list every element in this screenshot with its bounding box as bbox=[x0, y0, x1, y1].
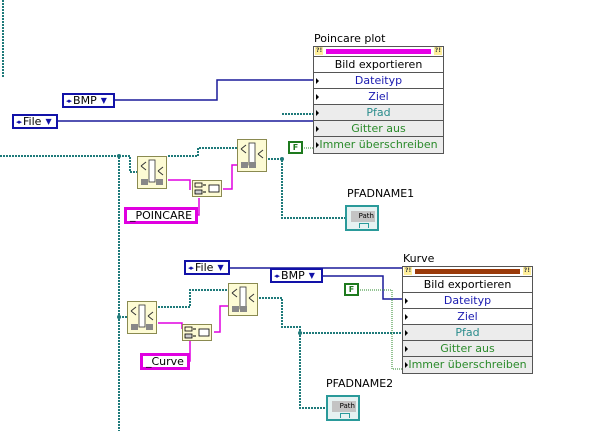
string-wire[interactable] bbox=[168, 179, 191, 190]
chevron-down-icon[interactable]: ▼ bbox=[45, 117, 52, 126]
enum-wire[interactable] bbox=[322, 275, 402, 300]
false-constant-bottom[interactable]: F bbox=[344, 283, 359, 296]
path-wire[interactable] bbox=[119, 155, 137, 173]
concatenate-strings-function[interactable] bbox=[192, 180, 222, 197]
strip-path-icon bbox=[130, 304, 154, 330]
param-row[interactable]: Immer überschreiben bbox=[314, 137, 443, 153]
path-wire[interactable] bbox=[259, 297, 326, 409]
bool-wire[interactable] bbox=[360, 289, 402, 370]
param-row[interactable]: Dateityp bbox=[403, 293, 532, 309]
increment-arrows-icon[interactable]: ◂▸ bbox=[66, 96, 72, 105]
path-wire[interactable] bbox=[158, 289, 228, 308]
param-row[interactable]: Gitter aus bbox=[403, 341, 532, 357]
concatenate-strings-function[interactable] bbox=[182, 324, 212, 341]
wire-junction bbox=[117, 154, 121, 158]
strip-path-function[interactable] bbox=[127, 301, 157, 334]
node-reference-bar: ?! ?! bbox=[403, 267, 532, 277]
param-row[interactable]: Gitter aus bbox=[314, 121, 443, 137]
path-indicator-pfadname1[interactable]: Path bbox=[345, 205, 379, 231]
build-path-function[interactable] bbox=[228, 283, 258, 316]
concatenate-icon bbox=[194, 182, 220, 195]
node-title: Kurve bbox=[403, 252, 435, 265]
path-indicator-pfadname2[interactable]: Path bbox=[326, 395, 360, 421]
invoke-node-kurve[interactable]: Kurve ?! ?! Bild exportieren Dateityp Zi… bbox=[402, 252, 533, 374]
indicator-label: PFADNAME2 bbox=[326, 377, 394, 390]
wire-junction bbox=[117, 315, 121, 319]
build-path-icon bbox=[240, 142, 264, 168]
param-row[interactable]: Ziel bbox=[403, 309, 532, 325]
node-title: Poincare plot bbox=[314, 32, 386, 45]
node-reference-bar: ?! ?! bbox=[314, 47, 443, 57]
increment-arrows-icon[interactable]: ◂▸ bbox=[16, 117, 22, 126]
param-row[interactable]: Ziel bbox=[314, 89, 443, 105]
path-wire[interactable] bbox=[168, 147, 237, 157]
build-path-icon bbox=[231, 286, 255, 312]
path-icon: Path bbox=[351, 211, 375, 222]
chevron-down-icon[interactable]: ▼ bbox=[308, 271, 315, 280]
param-row[interactable]: Dateityp bbox=[314, 73, 443, 89]
path-icon: Path bbox=[332, 401, 356, 412]
wire-junction bbox=[298, 331, 302, 335]
chevron-down-icon[interactable]: ▼ bbox=[100, 96, 107, 105]
strip-path-icon bbox=[140, 159, 164, 185]
method-name: Bild exportieren bbox=[314, 57, 443, 73]
build-path-function[interactable] bbox=[237, 139, 267, 172]
path-wire[interactable] bbox=[0, 155, 120, 431]
false-constant-top[interactable]: F bbox=[288, 141, 303, 154]
file-constant-top[interactable]: ◂▸ File ▼ bbox=[12, 114, 58, 129]
string-wire[interactable] bbox=[223, 164, 237, 190]
bmp-constant-bottom[interactable]: ◂▸ BMP ▼ bbox=[270, 268, 323, 283]
string-constant-poincare[interactable]: _POINCARE bbox=[124, 207, 199, 224]
indicator-label: PFADNAME1 bbox=[347, 187, 415, 200]
bmp-constant-top[interactable]: ◂▸ BMP ▼ bbox=[62, 93, 115, 108]
param-row[interactable]: Pfad bbox=[314, 105, 443, 121]
wire-junction bbox=[280, 157, 284, 161]
method-name: Bild exportieren bbox=[403, 277, 532, 293]
param-row[interactable]: Pfad bbox=[403, 325, 532, 341]
increment-arrows-icon[interactable]: ◂▸ bbox=[188, 263, 194, 272]
string-wire[interactable] bbox=[214, 305, 228, 333]
invoke-node-poincare-plot[interactable]: Poincare plot ?! ?! Bild exportieren Dat… bbox=[313, 32, 444, 154]
string-constant-curve[interactable]: _Curve bbox=[140, 353, 190, 370]
string-wire[interactable] bbox=[158, 322, 183, 329]
file-constant-bottom[interactable]: ◂▸ File ▼ bbox=[184, 260, 230, 275]
enum-wire[interactable] bbox=[115, 79, 313, 101]
chevron-down-icon[interactable]: ▼ bbox=[217, 263, 224, 272]
increment-arrows-icon[interactable]: ◂▸ bbox=[274, 271, 280, 280]
concatenate-icon bbox=[184, 326, 210, 339]
param-row[interactable]: Immer überschreiben bbox=[403, 357, 532, 373]
path-wire[interactable] bbox=[268, 158, 345, 219]
strip-path-function[interactable] bbox=[137, 156, 167, 189]
